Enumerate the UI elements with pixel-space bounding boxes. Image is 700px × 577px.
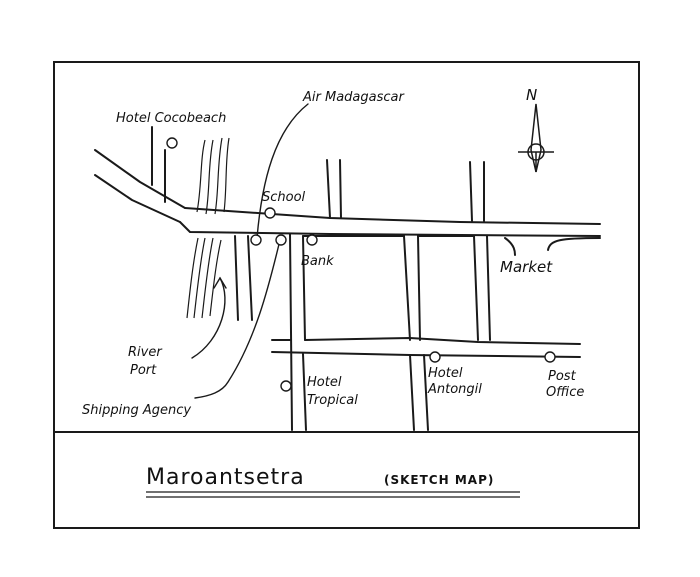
hotel-tropical-label-line1: Hotel [307, 375, 342, 390]
north-label: N [526, 86, 537, 104]
market-label: Market [500, 258, 553, 276]
leader-lines [191, 103, 309, 399]
bank-label: Bank [301, 254, 334, 269]
hotel-cocobeach-label: Hotel Cocobeach [116, 111, 226, 126]
hotel-antongil-label-line2: Antongil [427, 382, 482, 397]
post-office-label-line2: Office [546, 385, 584, 400]
map-frame [53, 61, 640, 529]
school-marker [264, 207, 276, 219]
school-label: School [262, 190, 306, 205]
map-area: N Hotel Cocobeach Air Madagascar School … [82, 86, 601, 431]
compass-rose-icon: N [518, 86, 554, 173]
river-port-arrow [213, 276, 227, 289]
location-markers [166, 137, 556, 392]
hotel-cocobeach-marker [166, 137, 178, 149]
map-title: Maroantsetra [146, 465, 305, 490]
river-port-leader [191, 277, 226, 359]
shipping-agency-marker [275, 234, 287, 246]
bank-marker [306, 234, 318, 246]
hotel-tropical-marker [280, 380, 292, 392]
hotel-tropical-label-line2: Tropical [307, 393, 358, 408]
shipping-agency-label: Shipping Agency [82, 403, 191, 418]
river-port-label-line2: Port [130, 363, 157, 378]
air-madagascar-leader [256, 103, 309, 239]
post-office-label-line1: Post [548, 369, 577, 384]
road-network [94, 126, 601, 431]
post-office-marker [544, 351, 556, 363]
map-subtitle: (SKETCH MAP) [384, 473, 494, 487]
air-madagascar-label: Air Madagascar [302, 90, 405, 105]
river [186, 137, 230, 319]
map-title-block: Maroantsetra (SKETCH MAP) [146, 465, 520, 498]
hotel-antongil-marker [429, 351, 441, 363]
hotel-antongil-label-line1: Hotel [428, 366, 463, 381]
shipping-agency-leader [194, 239, 281, 399]
air-madagascar-marker [250, 234, 262, 246]
river-port-label-line1: River [128, 345, 163, 360]
